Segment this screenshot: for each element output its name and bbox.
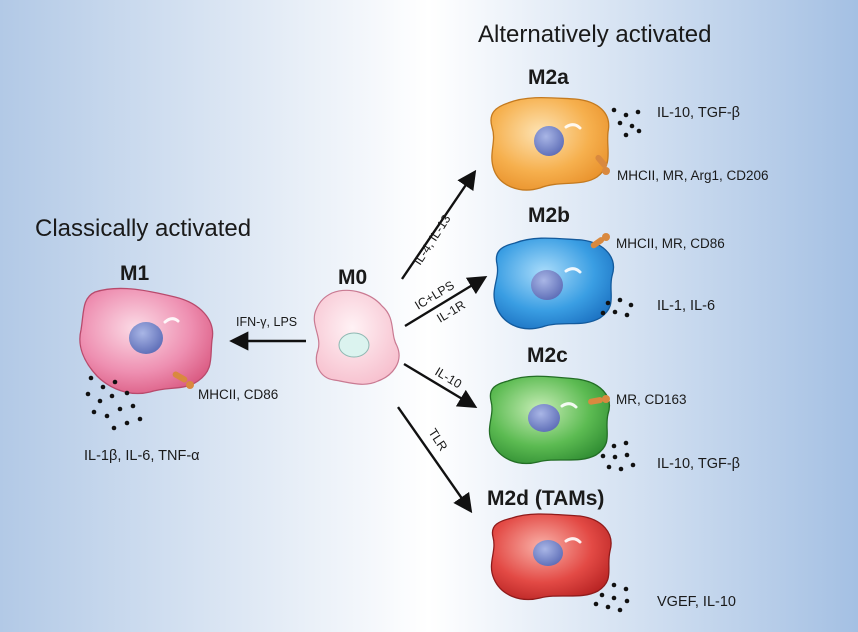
arrow-m0-to-m2b <box>404 276 488 328</box>
m2b-receptor <box>590 237 605 249</box>
m1-cytokines: IL-1β, IL-6, TNF-α <box>84 448 200 464</box>
arrow-m0-to-m2c <box>403 362 478 408</box>
m2d-nucleus <box>533 540 563 566</box>
m2a-nucleus <box>534 126 564 156</box>
classically-activated-heading: Classically activated <box>35 215 251 242</box>
arrow-m0-to-m2d <box>397 406 473 514</box>
m2a-markers: MHCII, MR, Arg1, CD206 <box>617 168 769 183</box>
m1-cell <box>79 287 214 395</box>
m2b-nucleus <box>531 270 563 300</box>
m2c-nucleus <box>528 404 560 432</box>
m2a-cytokines: IL-10, TGF-β <box>657 105 740 121</box>
m0-nucleus <box>338 332 370 358</box>
m2b-markers: MHCII, MR, CD86 <box>616 236 725 251</box>
arrow-m0-to-m2a <box>401 169 477 280</box>
m2d-cell <box>490 513 612 601</box>
m2a-cytokine-dots <box>611 107 642 138</box>
m1-receptor <box>172 371 188 383</box>
m2d-name: M2d (TAMs) <box>487 487 604 510</box>
m0-cell <box>313 289 400 385</box>
m1-stimulus-label: IFN-γ, LPS <box>236 315 297 329</box>
m1-markers: MHCII, CD86 <box>198 387 278 402</box>
m2d-cytokines: VGEF, IL-10 <box>657 594 736 610</box>
m2c-cytokine-dots <box>600 440 636 472</box>
m2c-name: M2c <box>527 344 568 367</box>
m2b-cytokines: IL-1, IL-6 <box>657 298 715 314</box>
m0-name: M0 <box>338 266 367 289</box>
m2c-cytokines: IL-10, TGF-β <box>657 456 740 472</box>
m1-nucleus <box>129 322 163 354</box>
m2c-cell <box>488 375 610 465</box>
m1-name: M1 <box>120 262 149 285</box>
alternatively-activated-heading: Alternatively activated <box>478 21 711 48</box>
m2c-receptor <box>588 397 603 405</box>
m2b-cytokine-dots <box>600 297 634 318</box>
m2a-name: M2a <box>528 66 569 89</box>
m1-cytokine-dots <box>85 375 143 431</box>
m2b-name: M2b <box>528 204 570 227</box>
m2a-cell <box>490 96 610 191</box>
m2d-cytokine-dots <box>593 582 630 613</box>
m2a-receptor <box>595 154 608 168</box>
m2c-markers: MR, CD163 <box>616 392 687 407</box>
m2b-cell <box>493 233 615 330</box>
